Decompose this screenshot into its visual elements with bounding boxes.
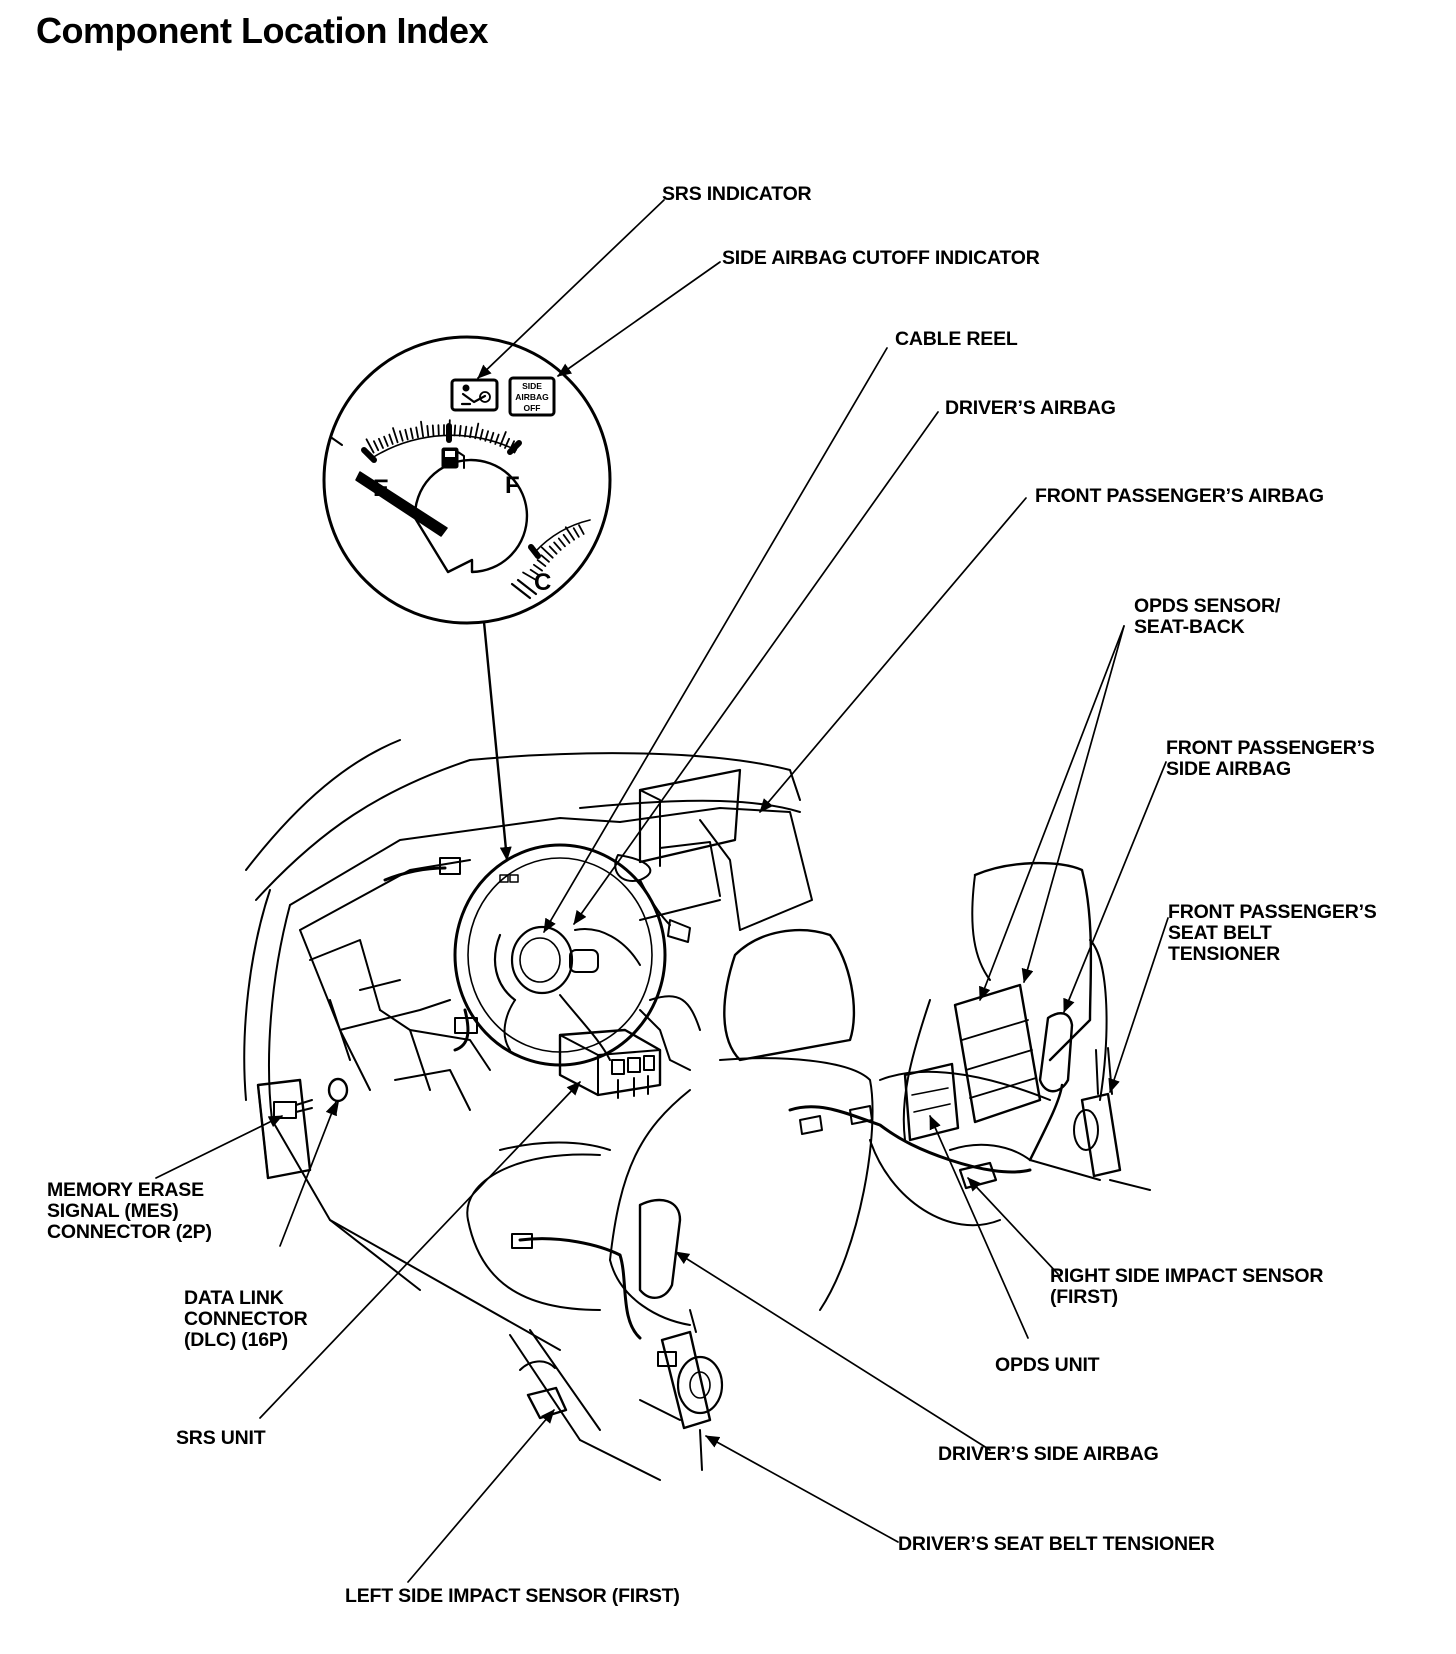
label-front-passengers-side-airbag: FRONT PASSENGER’S SIDE AIRBAG xyxy=(1166,737,1375,780)
gauge-tick xyxy=(458,424,462,437)
label-srs-indicator: SRS INDICATOR xyxy=(662,183,812,205)
label-opds-unit: OPDS UNIT xyxy=(995,1354,1100,1376)
leader-front-passenger-side-airbag xyxy=(1063,761,1167,1013)
gauge-tick xyxy=(365,438,375,454)
gauge-tick xyxy=(453,424,457,437)
fuel-gauge-ticks xyxy=(365,419,520,454)
gauge-tick xyxy=(463,425,468,438)
gauge-tick xyxy=(578,524,585,535)
leader-gauge-to-dash xyxy=(482,620,512,862)
leader-front-passenger-seat-belt xyxy=(1108,917,1169,1093)
leader-dlc xyxy=(279,1101,337,1247)
label-data-link-connector: DATA LINK CONNECTOR (DLC) (16P) xyxy=(184,1287,308,1351)
gauge-tick xyxy=(392,427,399,444)
leader-srs-unit xyxy=(259,1081,581,1419)
leader-lines xyxy=(155,199,1169,1583)
label-right-side-impact-sensor: RIGHT SIDE IMPACT SENSOR (FIRST) xyxy=(1050,1265,1324,1308)
temp-gauge-ticks xyxy=(522,524,585,581)
gauge-tick xyxy=(474,422,480,440)
gauge-tick xyxy=(388,433,394,445)
gauge-tick xyxy=(377,437,384,449)
gauge-tick xyxy=(564,526,575,541)
gauge-tick xyxy=(499,431,507,447)
gauge-tick xyxy=(557,537,566,548)
srs-airbag-warning-icon xyxy=(450,378,499,412)
leader-side-airbag-cutoff xyxy=(557,261,721,377)
gauge-tick xyxy=(420,420,425,438)
label-side-airbag-cutoff-indicator: SIDE AIRBAG CUTOFF INDICATOR xyxy=(722,247,1040,269)
gauge-tick xyxy=(572,527,580,538)
gauge-tick xyxy=(426,424,430,437)
gauge-tick xyxy=(522,571,537,581)
label-drivers-seat-belt-tensioner: DRIVER’S SEAT BELT TENSIONER xyxy=(898,1533,1215,1555)
leader-mes-connector xyxy=(155,1115,283,1179)
leader-opds-sensor-1 xyxy=(979,625,1125,1001)
gauge-empty-mark: E xyxy=(373,475,389,502)
gauge-tick xyxy=(494,433,500,445)
svg-text:AIRBAG: AIRBAG xyxy=(515,392,549,402)
gauge-tick xyxy=(536,559,547,567)
leader-left-side-impact-sensor xyxy=(407,1409,555,1583)
gauge-tick xyxy=(533,563,543,572)
gauge-tick xyxy=(409,427,414,440)
gauge-magnifier xyxy=(322,335,612,625)
gauge-tick xyxy=(415,426,419,439)
gauge-cold-mark: C xyxy=(534,569,551,596)
page-title: Component Location Index xyxy=(36,10,489,51)
leader-cable-reel xyxy=(543,347,888,933)
svg-text:OFF: OFF xyxy=(524,403,541,413)
gauge-full-mark: F xyxy=(505,472,520,499)
car-interior-drawing xyxy=(243,739,1151,1481)
gauge-tick xyxy=(489,431,495,444)
gauge-tick xyxy=(540,554,550,563)
gauge-tick xyxy=(484,430,490,442)
leader-drivers-seat-belt-tensioner xyxy=(705,1435,899,1543)
label-left-side-impact-sensor: LEFT SIDE IMPACT SENSOR (FIRST) xyxy=(345,1585,680,1607)
gauge-tick xyxy=(398,430,404,442)
label-cable-reel: CABLE REEL xyxy=(895,328,1018,350)
leader-drivers-airbag xyxy=(573,411,939,925)
gauge-tick xyxy=(562,533,571,544)
label-drivers-side-airbag: DRIVER’S SIDE AIRBAG xyxy=(938,1443,1159,1465)
label-opds-sensor-seat-back: OPDS SENSOR/ SEAT-BACK xyxy=(1134,595,1281,638)
side-airbag-off-icon: SIDE AIRBAG OFF xyxy=(508,376,556,417)
gauge-tick xyxy=(540,546,554,559)
gauge-tick xyxy=(553,541,562,551)
leader-right-side-impact-sensor xyxy=(967,1177,1059,1275)
fuel-pump-icon xyxy=(441,447,465,469)
gauge-tick xyxy=(383,435,389,447)
leader-front-passenger-airbag xyxy=(759,497,1027,813)
leader-drivers-side-airbag xyxy=(675,1251,991,1451)
label-memory-erase-signal-connector: MEMORY ERASE SIGNAL (MES) CONNECTOR (2P) xyxy=(47,1179,212,1243)
gauge-tick xyxy=(529,568,540,577)
leader-opds-sensor-2 xyxy=(1021,625,1125,983)
gauge-tick xyxy=(504,437,511,449)
gauge-tick xyxy=(479,428,484,441)
label-srs-unit: SRS UNIT xyxy=(176,1427,266,1449)
leader-srs-indicator xyxy=(477,199,665,379)
label-front-passengers-airbag: FRONT PASSENGER’S AIRBAG xyxy=(1035,485,1324,507)
leader-opds-unit xyxy=(929,1115,1029,1339)
gauge-tick xyxy=(548,545,558,555)
gauge-tick xyxy=(431,424,435,437)
gauge-tick xyxy=(404,428,409,441)
gauge-tick xyxy=(469,426,473,439)
label-front-passengers-seat-belt-tensioner: FRONT PASSENGER’S SEAT BELT TENSIONER xyxy=(1168,901,1377,965)
svg-text:SIDE: SIDE xyxy=(522,381,542,391)
gauge-tick xyxy=(372,440,380,452)
label-drivers-airbag: DRIVER’S AIRBAG xyxy=(945,397,1116,419)
